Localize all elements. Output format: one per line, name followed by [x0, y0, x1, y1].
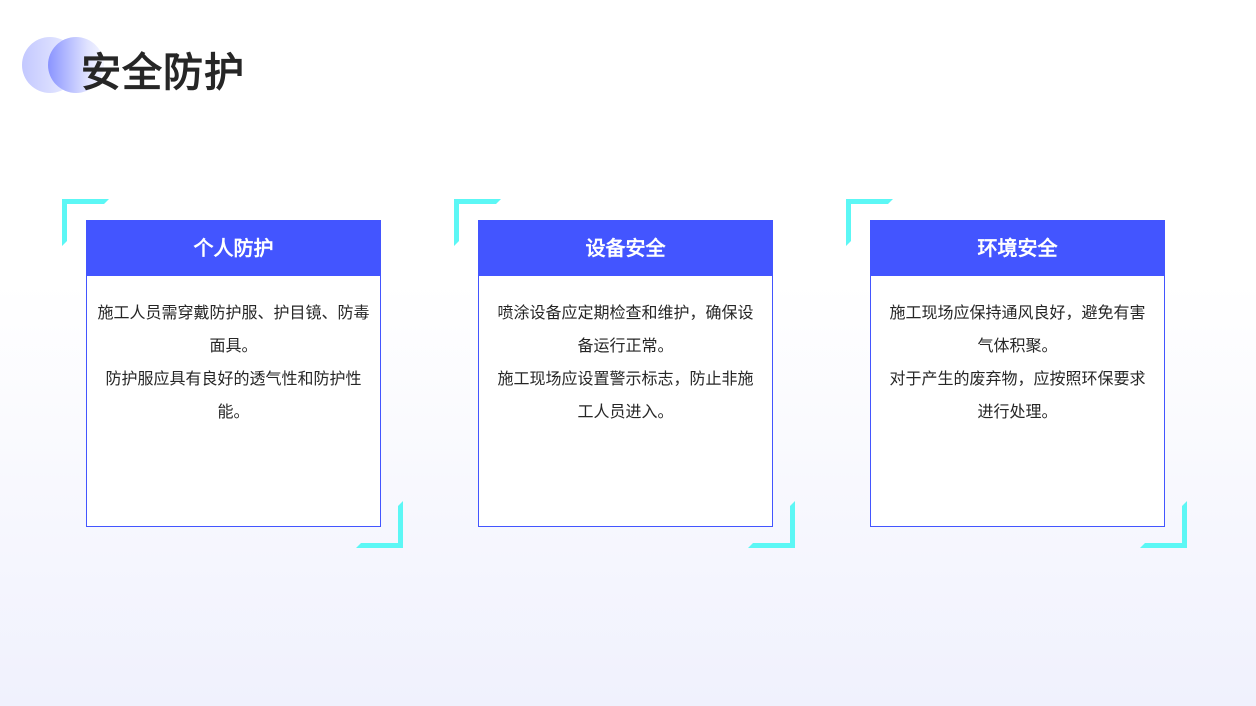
card-heading: 个人防护: [87, 221, 380, 276]
card-environment-safety: 环境安全 施工现场应保持通风良好，避免有害气体积聚。 对于产生的废弃物，应按照环…: [846, 199, 1187, 548]
card-heading: 环境安全: [871, 221, 1164, 276]
corner-bracket-icon: [454, 199, 501, 246]
card-text: 施工现场应设置警示标志，防止非施工人员进入。: [497, 369, 754, 421]
page-title: 安全防护: [81, 50, 245, 96]
card-text: 施工现场应保持通风良好，避免有害气体积聚。: [889, 303, 1146, 355]
corner-bracket-icon: [356, 501, 403, 548]
card-text: 喷涂设备应定期检查和维护，确保设备运行正常。: [497, 303, 754, 355]
corner-bracket-icon: [846, 199, 893, 246]
card-text: 施工人员需穿戴防护服、护目镜、防毒面具。: [97, 303, 370, 355]
decor-circle: [48, 37, 104, 93]
card-heading: 设备安全: [479, 221, 772, 276]
corner-bracket-icon: [62, 199, 109, 246]
card-personal-protection: 个人防护 施工人员需穿戴防护服、护目镜、防毒面具。 防护服应具有良好的透气性和防…: [62, 199, 403, 548]
card-text: 防护服应具有良好的透气性和防护性能。: [105, 369, 362, 421]
card-text: 对于产生的废弃物，应按照环保要求进行处理。: [889, 369, 1146, 421]
corner-bracket-icon: [1140, 501, 1187, 548]
card-equipment-safety: 设备安全 喷涂设备应定期检查和维护，确保设备运行正常。 施工现场应设置警示标志，…: [454, 199, 795, 548]
corner-bracket-icon: [748, 501, 795, 548]
